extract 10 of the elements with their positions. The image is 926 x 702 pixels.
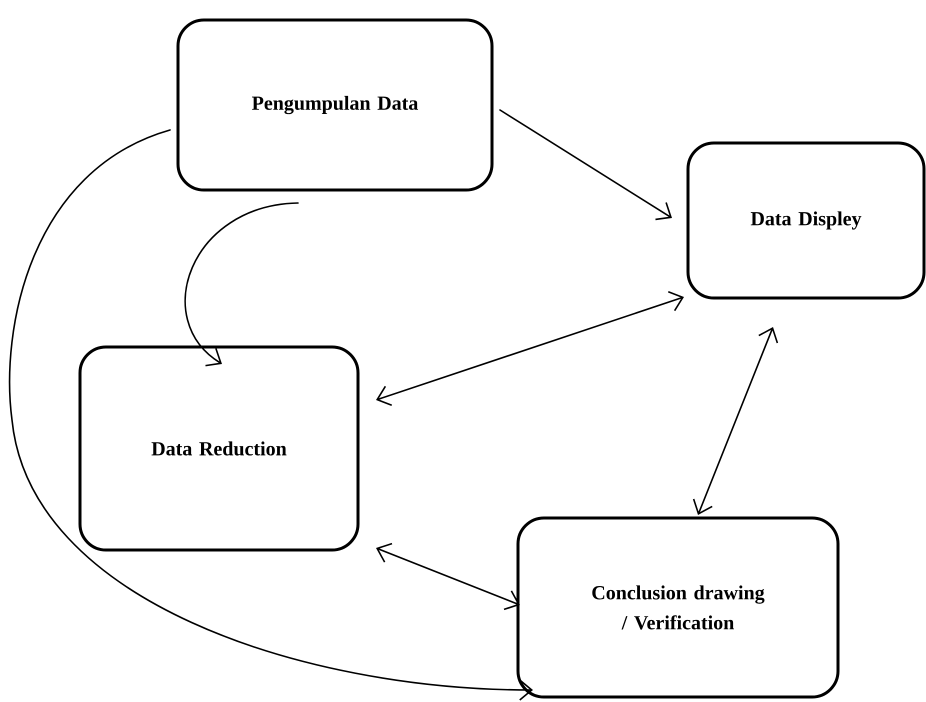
arrow (692, 327, 778, 515)
process-box: Data Displey (686, 142, 926, 300)
arrow (184, 202, 299, 366)
arrow (499, 109, 672, 220)
arrow (376, 290, 684, 406)
arrow (9, 129, 533, 701)
process-box: Pengumpulan Data (176, 18, 494, 192)
arrow (376, 542, 520, 610)
process-box: Conclusion drawing / Verification (516, 516, 840, 698)
process-box: Data Reduction (78, 346, 360, 552)
